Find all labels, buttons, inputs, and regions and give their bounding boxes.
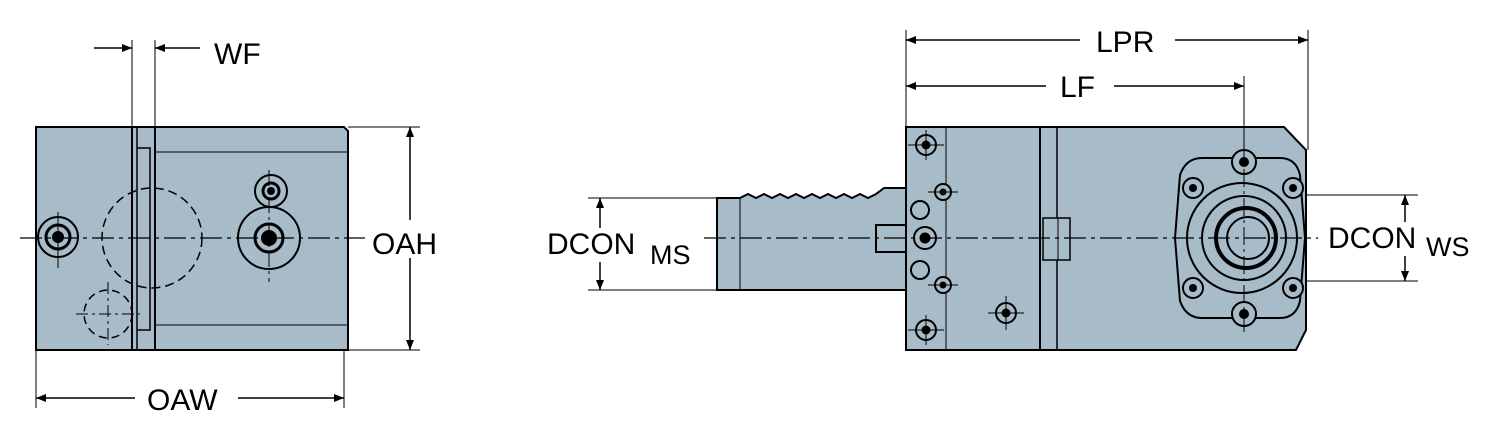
dcon-ws-label: DCON: [1328, 222, 1416, 255]
end-view: WF OAH OAW: [20, 38, 437, 417]
side-view: DCON MS DCON WS LPR LF: [547, 26, 1470, 351]
oaw-label: OAW: [147, 384, 218, 417]
shank: [716, 187, 907, 291]
lf-label: LF: [1060, 71, 1095, 104]
lpr-label: LPR: [1096, 26, 1154, 59]
oah-label: OAH: [372, 228, 437, 261]
dcon-ms-subscript: MS: [650, 240, 691, 270]
dcon-ws-subscript: WS: [1426, 232, 1470, 262]
inner-plate: [137, 147, 151, 331]
wf-label: WF: [214, 38, 261, 71]
dcon-ms-label: DCON: [547, 228, 635, 261]
face-screws: [1182, 149, 1304, 327]
